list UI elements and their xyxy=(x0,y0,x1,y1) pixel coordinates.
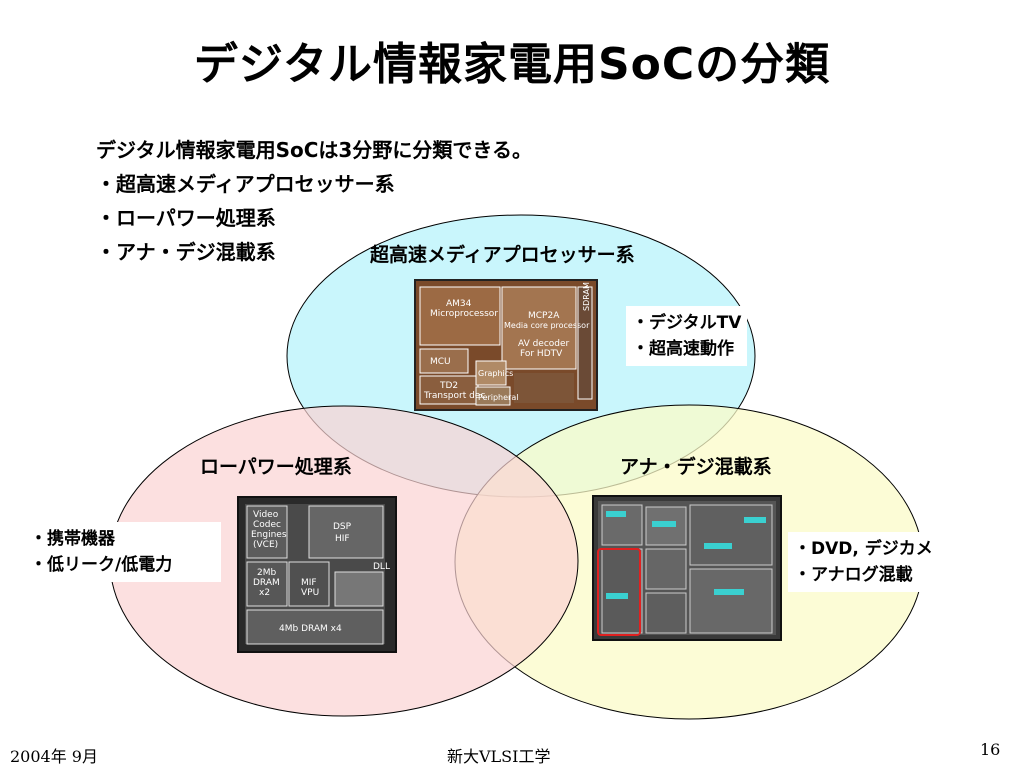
chip-top-block-9: TD2 xyxy=(440,381,459,391)
note-left: ・携帯機器 ・低リーク/低電力 xyxy=(24,522,221,582)
chip-left-block-10: MIF xyxy=(301,578,317,588)
note-top: ・デジタルTV ・超高速動作 xyxy=(626,306,748,366)
chip-media-processor-die xyxy=(419,286,593,406)
label-top: 超高速メディアプロセッサー系 xyxy=(370,244,635,266)
note-top-1: ・デジタルTV xyxy=(632,313,742,333)
chip-top-block-5: AV decoder xyxy=(518,339,570,349)
note-right-1: ・DVD, デジカメ xyxy=(794,539,933,559)
chip-mixed-signal-die xyxy=(597,501,776,636)
note-left-1: ・携帯機器 xyxy=(30,529,115,549)
slide-title: デジタル情報家電用SoCの分類 xyxy=(193,39,831,90)
label-left: ローパワー処理系 xyxy=(200,456,352,478)
label-right: アナ・デジ混載系 xyxy=(620,456,772,478)
intro-text: デジタル情報家電用SoCは3分野に分類できる。 ・超高速メディアプロセッサー系 … xyxy=(96,133,532,269)
chip-left-block-2: Codec xyxy=(253,520,281,530)
intro-line-2: ・超高速メディアプロセッサー系 xyxy=(96,172,395,196)
chip-left-block-4: (VCE) xyxy=(253,540,279,550)
chip-top-block-6: For HDTV xyxy=(520,349,563,359)
chip-media-processor: AM34 Microprocessor MCP2A Media core pro… xyxy=(414,279,598,411)
chip-top-block-7: MCU xyxy=(430,357,451,367)
note-left-2: ・低リーク/低電力 xyxy=(30,555,173,575)
chip-left-block-11: VPU xyxy=(301,588,320,598)
footer-page-number: 16 xyxy=(980,740,1001,759)
chip-left-block-6: HIF xyxy=(335,534,350,544)
footer-date: 2004年 9月 xyxy=(10,747,98,766)
chip-top-block-8: Graphics xyxy=(478,369,514,378)
chip-left-block-7: 2Mb xyxy=(257,568,277,578)
chip-top-block-12: SDRAM I/F xyxy=(582,279,591,311)
chip-left-block-8: DRAM xyxy=(253,578,280,588)
intro-line-1: デジタル情報家電用SoCは3分野に分類できる。 xyxy=(96,138,532,162)
intro-line-4: ・アナ・デジ混載系 xyxy=(96,240,276,264)
chip-low-power-die xyxy=(245,504,385,645)
footer-org: 新大VLSI工学 xyxy=(447,747,551,766)
chip-top-block-11: Peripheral xyxy=(478,393,519,402)
note-top-2: ・超高速動作 xyxy=(632,339,734,359)
chip-left-block-3: Engines xyxy=(251,530,287,540)
chip-left-block-9: x2 xyxy=(259,588,271,598)
chip-top-block-2: Microprocessor xyxy=(430,309,499,319)
chip-mixed-signal xyxy=(592,495,782,641)
note-right: ・DVD, デジカメ ・アナログ混載 xyxy=(788,532,939,592)
chip-left-block-1: Video xyxy=(253,510,279,520)
chip-top-block-4: Media core processor xyxy=(504,321,590,330)
intro-line-3: ・ローパワー処理系 xyxy=(96,206,276,230)
chip-left-block-13: 4Mb DRAM x4 xyxy=(279,624,342,634)
note-right-2: ・アナログ混載 xyxy=(794,565,913,585)
chip-top-block-10: Transport dec. xyxy=(424,391,489,401)
chip-low-power: Video Codec Engines (VCE) DSP HIF 2Mb DR… xyxy=(237,496,397,653)
chip-top-block-3: MCP2A xyxy=(528,311,560,321)
chip-left-block-12: DLL xyxy=(373,562,390,572)
chip-top-block-1: AM34 xyxy=(446,299,472,309)
chip-left-block-5: DSP xyxy=(333,522,352,532)
